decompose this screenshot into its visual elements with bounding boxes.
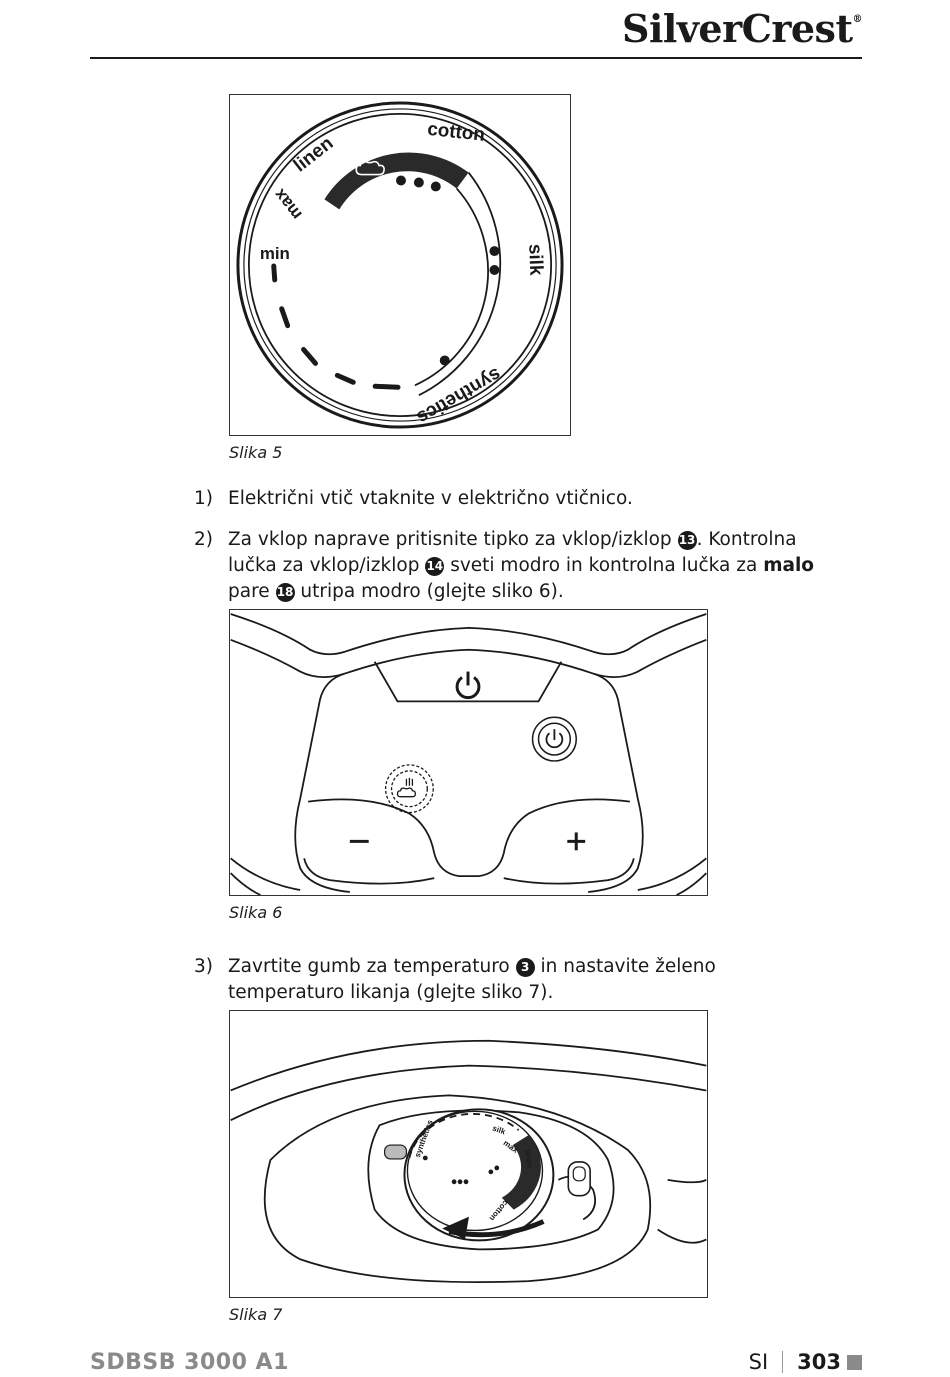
footer-square-icon	[847, 1354, 862, 1370]
step-3: 3) Zavrtite gumb za temperaturo 3 in nas…	[194, 954, 834, 1006]
page-number: 303	[797, 1350, 841, 1374]
header-rule	[90, 57, 862, 59]
step-2-text: Za vklop naprave pritisnite tipko za vkl…	[228, 529, 814, 602]
figure-5-dial: cotton linen max min silk synthetics	[229, 94, 571, 436]
footer-page-info: SI 303	[749, 1350, 862, 1374]
plus-icon	[567, 832, 586, 851]
footer-separator	[782, 1351, 784, 1373]
step-2: 2) Za vklop naprave pritisnite tipko za …	[194, 527, 834, 605]
brand-logo: SilverCrest®	[622, 6, 862, 51]
ref-steam-lamp-18: 18	[275, 583, 295, 602]
label-min: min	[260, 244, 290, 263]
figure-5-caption: Slika 5	[229, 443, 283, 462]
steam-lamp-icon	[396, 777, 417, 798]
bold-malo: malo	[763, 555, 814, 576]
temperature-dial-illustration: cotton linen max min silk synthetics	[236, 101, 564, 429]
step-1: 1) Električni vtič vtaknite v električno…	[194, 486, 834, 512]
iron-knob-illustration: silk max linen cotton synthetics	[230, 1039, 707, 1284]
step-3-text: Zavrtite gumb za temperaturo 3 in nastav…	[228, 956, 716, 1003]
label-silk: silk	[524, 244, 546, 277]
figure-7-caption: Slika 7	[229, 1305, 283, 1324]
figure-7-iron-knob: silk max linen cotton synthetics	[229, 1010, 708, 1298]
registered-mark: ®	[852, 14, 863, 25]
footer-model: SDBSB 3000 A1	[90, 1350, 289, 1375]
ref-power-button-13: 13	[677, 531, 697, 550]
label-max: max	[270, 185, 306, 224]
power-icon	[455, 671, 481, 700]
brand-name: SilverCrest	[622, 6, 853, 51]
footer-language: SI	[748, 1350, 769, 1374]
step-1-text: Električni vtič vtaknite v električno vt…	[228, 488, 633, 509]
figure-6-caption: Slika 6	[229, 903, 283, 922]
knob-label-silk: silk	[491, 1124, 507, 1137]
power-lamp-icon	[545, 729, 564, 749]
step-1-number: 1)	[194, 488, 213, 509]
step-2-number: 2)	[194, 529, 213, 550]
label-synthetics: synthetics	[413, 363, 504, 428]
figure-6-control-panel	[229, 609, 708, 896]
ref-temperature-knob-3: 3	[515, 958, 535, 977]
control-panel-illustration	[230, 613, 707, 895]
ref-power-lamp-14: 14	[425, 557, 445, 576]
knob-label-linen: linen	[523, 1149, 535, 1169]
step-3-number: 3)	[194, 956, 213, 977]
